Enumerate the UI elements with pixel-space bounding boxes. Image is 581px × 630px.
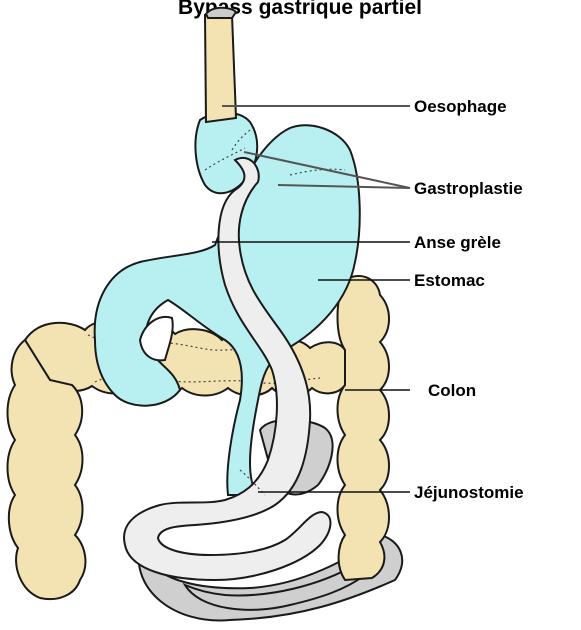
- label-oesophage: Oesophage: [414, 97, 507, 116]
- label-estomac: Estomac: [414, 271, 485, 290]
- label-jejunostomie: Jéjunostomie: [414, 483, 524, 502]
- label-colon: Colon: [428, 381, 476, 400]
- label-anse-grele: Anse grèle: [414, 233, 501, 252]
- label-gastroplastie: Gastroplastie: [414, 179, 523, 198]
- esophagus: [205, 8, 236, 122]
